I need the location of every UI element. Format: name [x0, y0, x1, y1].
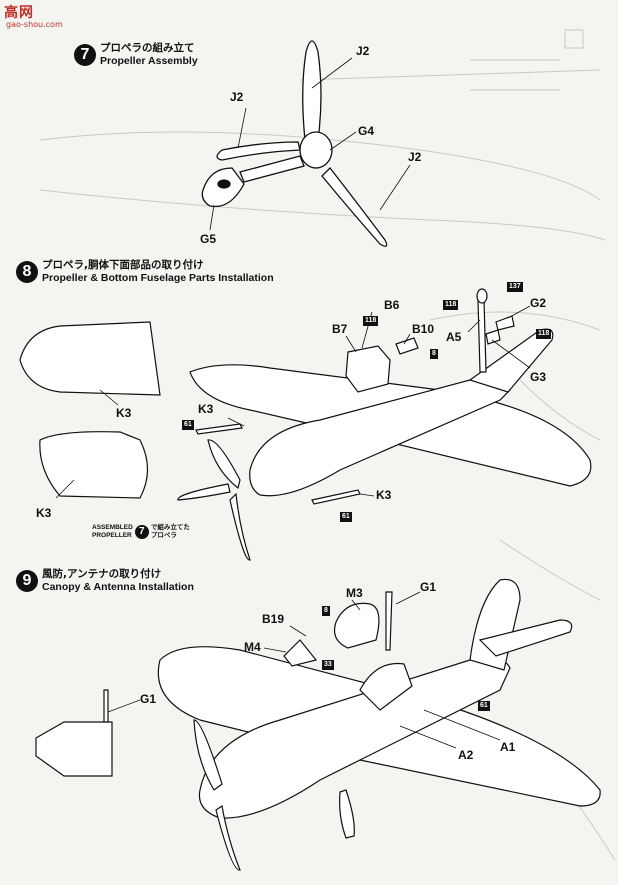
step-7-heading: 7 プロペラの組み立て Propeller Assembly — [74, 42, 198, 68]
note-step-number: 7 — [134, 525, 149, 539]
tag-118-a: 118 — [363, 316, 379, 326]
tag-61-b: 61 — [340, 512, 352, 522]
label-g1: G1 — [420, 580, 437, 594]
label-j2-top: J2 — [356, 44, 370, 58]
label-k3-side-upper: K3 — [116, 406, 132, 420]
step-8-number: 8 — [16, 261, 38, 283]
assembled-propeller-note: ASSEMBLED PROPELLER 7 で組み立てた プロペラ — [92, 524, 190, 540]
step-9-heading: 9 風防,アンテナの取り付け Canopy & Antenna Installa… — [16, 568, 194, 594]
step-8-heading: 8 プロペラ,胴体下面部品の取り付け Propeller & Bottom Fu… — [16, 259, 274, 285]
note-en-line1: ASSEMBLED — [92, 524, 133, 531]
tag-8: 8 — [430, 349, 438, 359]
label-k3-main-upper: K3 — [198, 402, 214, 416]
step-9-title-en: Canopy & Antenna Installation — [42, 581, 194, 593]
step-7-title-jp: プロペラの組み立て — [100, 42, 195, 54]
tag-61-step9: 61 — [478, 701, 490, 711]
label-j2-left: J2 — [230, 90, 244, 104]
label-b19: B19 — [262, 612, 285, 626]
tag-33: 33 — [322, 660, 334, 670]
label-b7: B7 — [332, 322, 348, 336]
step-7-number: 7 — [74, 44, 96, 66]
step-8-title-jp: プロペラ,胴体下面部品の取り付け — [42, 259, 204, 271]
label-g1-detail: G1 — [140, 692, 157, 706]
watermark-url: gao-shou.com — [6, 20, 63, 29]
label-g2: G2 — [530, 296, 547, 310]
note-en-line2: PROPELLER — [92, 532, 132, 539]
label-b6: B6 — [384, 298, 400, 312]
label-j2-right: J2 — [408, 150, 422, 164]
label-k3-side-lower: K3 — [36, 506, 52, 520]
tag-118-c: 118 — [536, 329, 552, 339]
label-m4: M4 — [244, 640, 261, 654]
step-8-title-en: Propeller & Bottom Fuselage Parts Instal… — [42, 272, 274, 284]
tag-137: 137 — [507, 282, 523, 292]
label-g4: G4 — [358, 124, 375, 138]
note-jp-line1: で組み立てた — [150, 524, 190, 531]
watermark-site: 高网 — [4, 5, 34, 21]
watermark-logo: 高网 gao-shou.com — [4, 2, 90, 32]
label-a1: A1 — [500, 740, 516, 754]
label-b10: B10 — [412, 322, 435, 336]
tag-118-b: 118 — [443, 300, 459, 310]
step-9-number: 9 — [16, 570, 38, 592]
note-jp-line2: プロペラ — [150, 532, 177, 539]
label-m3: M3 — [346, 586, 363, 600]
label-a5: A5 — [446, 330, 462, 344]
label-g5: G5 — [200, 232, 217, 246]
step-7-title-en: Propeller Assembly — [100, 55, 198, 67]
label-g3: G3 — [530, 370, 547, 384]
label-a2: A2 — [458, 748, 474, 762]
tag-8-step9: 8 — [322, 606, 330, 616]
step-9-title-jp: 風防,アンテナの取り付け — [42, 568, 162, 580]
label-k3-main-lower: K3 — [376, 488, 392, 502]
tag-61-a: 61 — [182, 420, 194, 430]
